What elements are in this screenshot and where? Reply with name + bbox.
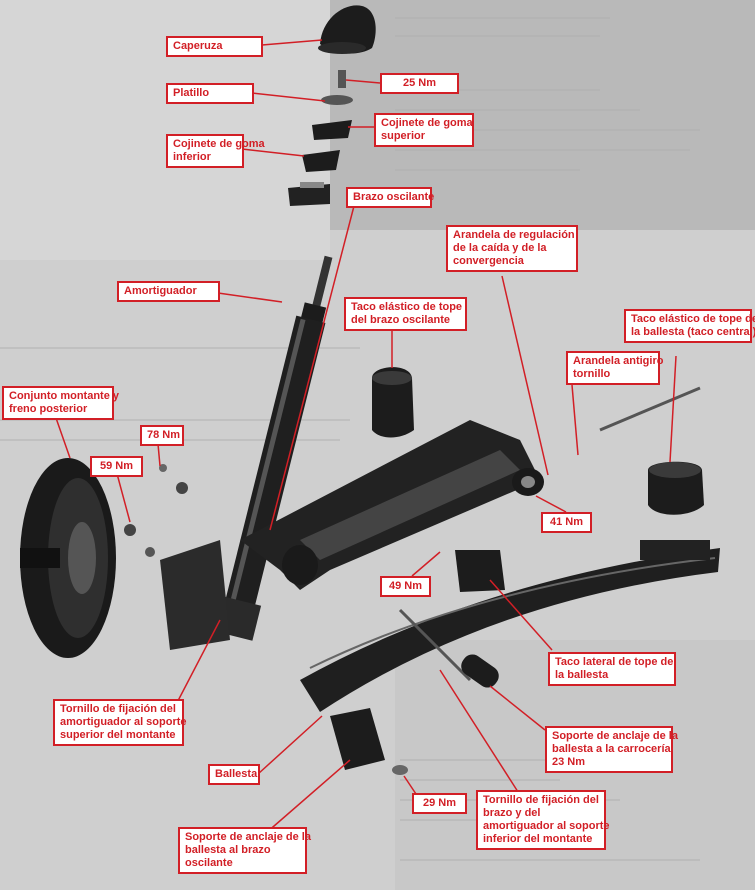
label-brazo-oscilante: Brazo oscilante bbox=[346, 187, 434, 208]
label-soporte-brazo: Soporte de anclaje de la ballesta al bra… bbox=[178, 827, 311, 874]
label-ballesta: Ballesta bbox=[208, 764, 260, 785]
label-cojinete-superior: Cojinete de goma superior bbox=[374, 113, 474, 147]
label-taco-lateral: Taco lateral de tope de la ballesta bbox=[548, 652, 676, 686]
label-torque-59: 59 Nm bbox=[90, 456, 143, 477]
label-torque-78: 78 Nm bbox=[140, 425, 184, 446]
label-amortiguador: Amortiguador bbox=[117, 281, 220, 302]
label-soporte-carroceria: Soporte de anclaje de la ballesta a la c… bbox=[545, 726, 678, 773]
label-torque-49: 49 Nm bbox=[380, 576, 431, 597]
label-caperuza: Caperuza bbox=[166, 36, 263, 57]
label-taco-tope-ballesta: Taco elástico de tope de la ballesta (ta… bbox=[624, 309, 755, 343]
label-tornillo-amortiguador-superior: Tornillo de fijación del amortiguador al… bbox=[53, 699, 187, 746]
label-cojinete-inferior: Cojinete de goma inferior bbox=[166, 134, 265, 168]
label-platillo: Platillo bbox=[166, 83, 254, 104]
label-taco-tope-brazo: Taco elástico de tope del brazo oscilant… bbox=[344, 297, 467, 331]
label-torque-41: 41 Nm bbox=[541, 512, 592, 533]
label-tornillo-brazo-amortiguador: Tornillo de fijación del brazo y del amo… bbox=[476, 790, 610, 850]
label-arandela-regulacion: Arandela de regulación de la caída y de … bbox=[446, 225, 578, 272]
label-torque-29: 29 Nm bbox=[412, 793, 467, 814]
label-torque-25: 25 Nm bbox=[380, 73, 459, 94]
label-arandela-antigiro: Arandela antigiro tornillo bbox=[566, 351, 663, 385]
label-conjunto-montante: Conjunto montante y freno posterior bbox=[2, 386, 119, 420]
